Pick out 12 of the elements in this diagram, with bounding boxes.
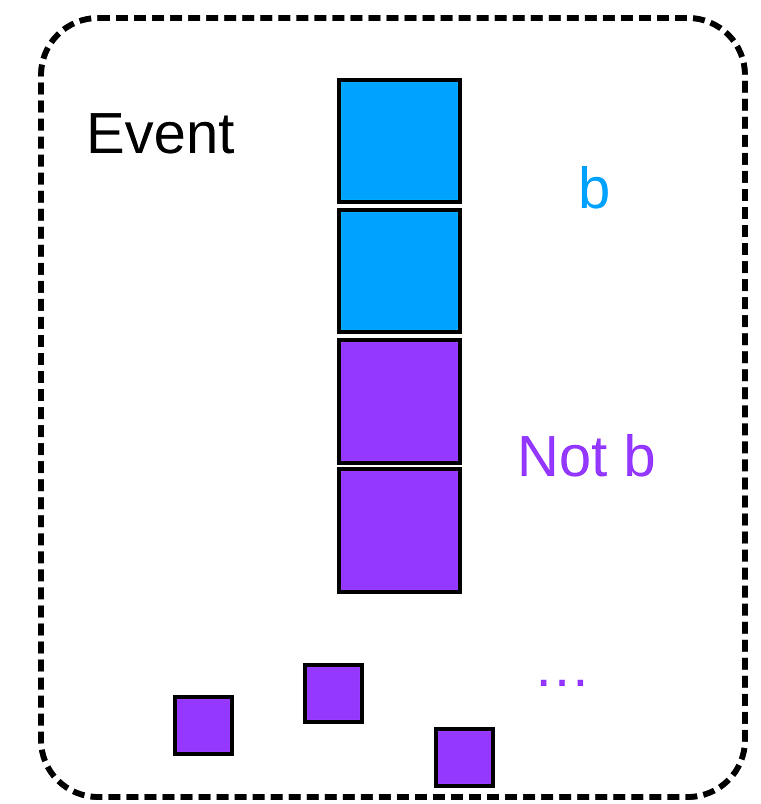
square [173,695,234,756]
square [337,208,462,334]
ellipsis: … [533,638,591,696]
square [337,78,462,204]
container-title: Event [86,105,234,163]
label-text: Not b [517,428,656,486]
dashed-container [38,15,748,800]
square [337,338,462,465]
label-text: b [578,160,610,218]
square [434,727,495,788]
square [337,467,462,594]
square [303,663,364,724]
